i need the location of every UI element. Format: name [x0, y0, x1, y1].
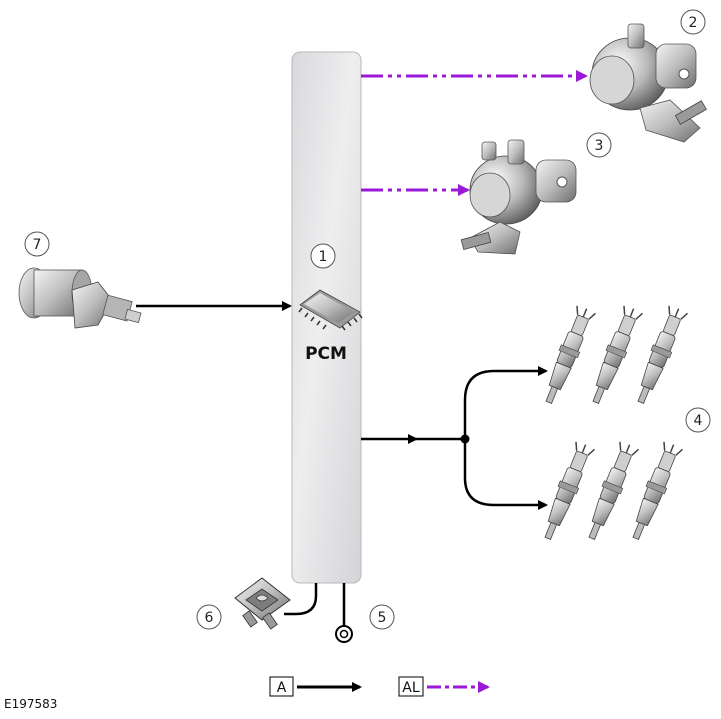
callout-7: 7	[24, 231, 50, 257]
pcm-label: PCM	[305, 344, 347, 364]
legend: A AL	[269, 676, 490, 697]
callout-4: 4	[685, 407, 711, 433]
legend-dashed: AL	[398, 676, 490, 697]
high-pressure-fuel-pump-upper	[589, 23, 707, 143]
callout-6: 6	[196, 604, 222, 630]
injector-icon	[592, 305, 644, 404]
callout-2-label: 2	[689, 15, 698, 31]
ground-eyelet-icon	[335, 625, 353, 643]
injector-icon	[632, 441, 684, 540]
legend-dashed-key: AL	[402, 680, 420, 696]
injector-icon	[544, 441, 596, 540]
fuel-injectors	[544, 305, 689, 540]
callout-2: 2	[680, 9, 706, 35]
injector-signal-lines	[361, 366, 548, 510]
fuel-rail-pressure-sensor	[18, 267, 142, 329]
callout-1: 1	[310, 243, 336, 269]
callout-7-label: 7	[33, 237, 42, 253]
callout-5: 5	[369, 604, 395, 630]
fuse	[234, 577, 291, 630]
callout-3: 3	[586, 132, 612, 158]
fuse-feed-wire	[284, 583, 318, 616]
callout-5-label: 5	[378, 610, 387, 626]
high-pressure-fuel-pump-lower	[460, 139, 577, 255]
injector-icon	[588, 441, 640, 540]
pcm-module: PCM	[291, 51, 363, 584]
figure-reference: E197583	[4, 697, 57, 711]
callout-1-label: 1	[319, 249, 328, 265]
legend-solid-key: A	[277, 680, 287, 696]
injector-icon	[545, 305, 597, 404]
legend-solid: A	[269, 676, 362, 697]
injector-icon	[637, 305, 689, 404]
callout-3-label: 3	[595, 138, 604, 154]
callout-4-label: 4	[694, 413, 703, 429]
pcm-chip-icon	[298, 289, 363, 331]
callout-6-label: 6	[205, 610, 214, 626]
